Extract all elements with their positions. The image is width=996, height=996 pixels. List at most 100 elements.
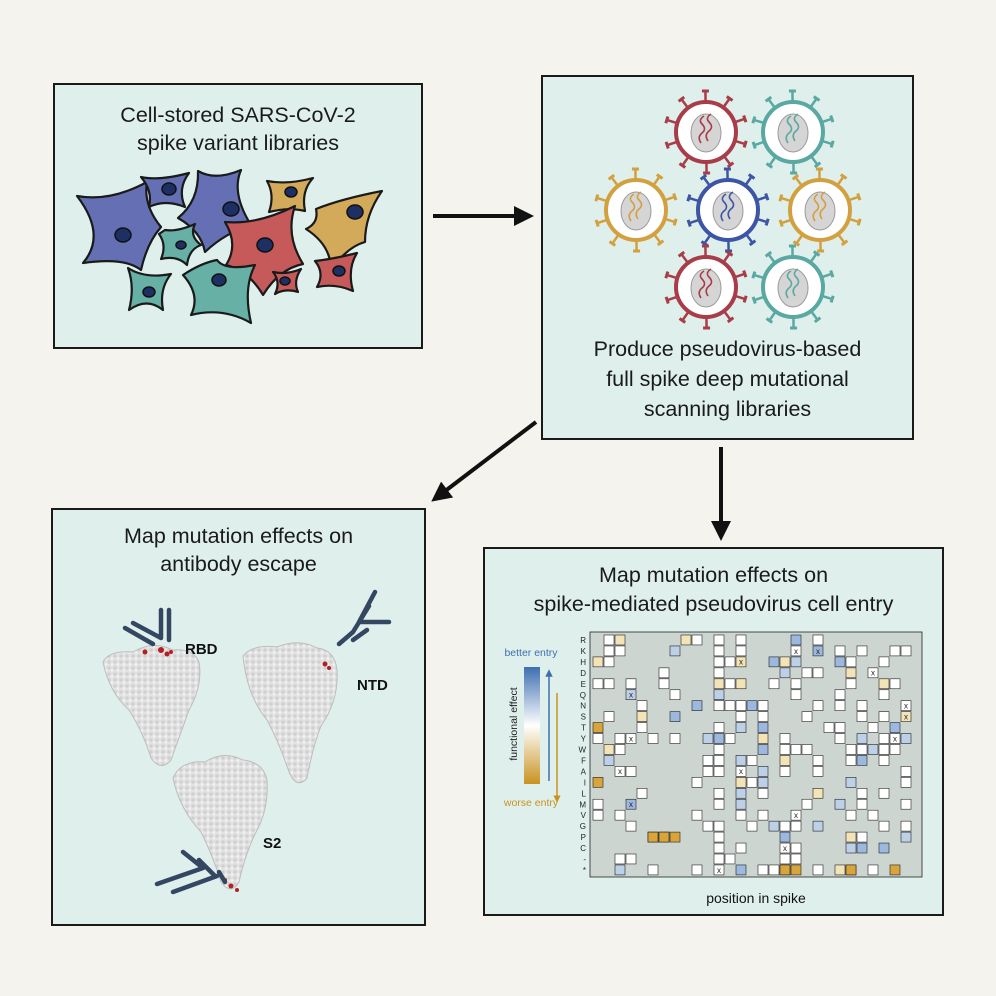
heatmap-cell bbox=[746, 700, 758, 711]
row-label: - bbox=[583, 855, 586, 864]
heatmap-cell bbox=[845, 842, 857, 854]
heatmap-cell bbox=[713, 634, 725, 646]
row-label: Y bbox=[581, 735, 587, 744]
row-label: L bbox=[582, 789, 587, 798]
row-label: V bbox=[581, 811, 587, 820]
pseudovirus-particle bbox=[594, 167, 678, 253]
row-label: D bbox=[580, 669, 586, 678]
heatmap-cell bbox=[757, 766, 769, 777]
heatmap-cell bbox=[724, 656, 736, 668]
heatmap-cell bbox=[702, 733, 714, 744]
heatmap-cell bbox=[713, 864, 725, 876]
spike-trimer-ntd bbox=[242, 642, 338, 784]
heatmap-cell bbox=[735, 864, 747, 876]
heatmap-cell bbox=[845, 656, 857, 668]
heatmap-cell bbox=[834, 798, 846, 810]
heatmap-cell bbox=[735, 766, 747, 777]
heatmap-cell bbox=[867, 722, 879, 733]
pseudovirus-particle bbox=[686, 167, 770, 253]
heatmap-cell bbox=[713, 755, 725, 766]
heatmap-cell bbox=[790, 678, 802, 690]
heatmap-cell bbox=[592, 777, 604, 788]
heatmap-cell bbox=[790, 744, 802, 755]
heatmap-cell bbox=[801, 798, 813, 810]
heatmap-cell bbox=[845, 777, 857, 788]
wildtype-marker: x bbox=[794, 647, 798, 656]
arrow-pseudovirus-to-antibody bbox=[431, 420, 538, 502]
heatmap-cell bbox=[889, 678, 901, 690]
antibody-rbd bbox=[122, 607, 172, 647]
row-label: R bbox=[580, 636, 586, 645]
heatmap-cell bbox=[746, 820, 758, 832]
heatmap-cell bbox=[812, 667, 824, 679]
heatmap-cell bbox=[603, 744, 615, 755]
heatmap-cell bbox=[669, 645, 681, 657]
heatmap-cell bbox=[900, 820, 912, 832]
heatmap-cell bbox=[658, 678, 670, 690]
heatmap-cell bbox=[790, 645, 802, 657]
rbd-label: RBD bbox=[185, 641, 218, 658]
heatmap-cell bbox=[713, 722, 725, 733]
heatmap-cell bbox=[614, 744, 626, 755]
row-label: N bbox=[580, 702, 586, 711]
heatmap-cell bbox=[603, 755, 615, 766]
heatmap-cell bbox=[625, 733, 637, 744]
heatmap-cell bbox=[735, 777, 747, 788]
heatmap-cell bbox=[856, 645, 868, 657]
pseudovirus-particle bbox=[664, 89, 748, 175]
row-label: M bbox=[579, 800, 586, 809]
heatmap-cell bbox=[636, 700, 648, 711]
heatmap-cell bbox=[878, 842, 890, 854]
heatmap-cell bbox=[592, 798, 604, 810]
heatmap-cell bbox=[878, 788, 890, 799]
pseudovirus-illustration bbox=[594, 89, 862, 330]
heatmap-cell bbox=[713, 656, 725, 668]
heatmap-cell bbox=[702, 820, 714, 832]
heatmap-cell bbox=[680, 634, 692, 646]
heatmap-cell bbox=[735, 788, 747, 799]
heatmap-cell bbox=[603, 656, 615, 668]
heatmap-cell bbox=[779, 842, 791, 854]
wildtype-marker: x bbox=[904, 712, 908, 721]
heatmap-cell bbox=[779, 755, 791, 766]
heatmap-cell bbox=[724, 700, 736, 711]
heatmap-cell bbox=[691, 864, 703, 876]
heatmap-cell bbox=[900, 831, 912, 843]
heatmap-cell bbox=[735, 678, 747, 690]
heatmap-cell bbox=[900, 766, 912, 777]
row-label: T bbox=[581, 724, 586, 733]
antibody-title-line2: antibody escape bbox=[160, 552, 317, 576]
heatmap-cell bbox=[757, 864, 769, 876]
heatmap-cell bbox=[625, 798, 637, 810]
wildtype-marker: x bbox=[904, 702, 908, 711]
heatmap-cell bbox=[878, 744, 890, 755]
heatmap-cell bbox=[779, 656, 791, 668]
heatmap-cell bbox=[834, 645, 846, 657]
heatmap-cell bbox=[625, 689, 637, 700]
wildtype-marker: x bbox=[739, 658, 743, 667]
heatmap-cell bbox=[746, 777, 758, 788]
heatmap-cell bbox=[801, 667, 813, 679]
s2-label: S2 bbox=[263, 835, 281, 852]
entry-title-line2: spike-mediated pseudovirus cell entry bbox=[533, 592, 894, 616]
wildtype-marker: x bbox=[618, 767, 622, 776]
heatmap-cell bbox=[878, 755, 890, 766]
heatmap-cell bbox=[790, 842, 802, 854]
heatmap-cell bbox=[735, 700, 747, 711]
wildtype-marker: x bbox=[871, 669, 875, 678]
heatmap-cell bbox=[603, 678, 615, 690]
heatmap-cell bbox=[735, 842, 747, 854]
heatmap-cell bbox=[691, 777, 703, 788]
heatmap-cell bbox=[856, 733, 868, 744]
cells-illustration bbox=[75, 168, 384, 325]
heatmap-cell bbox=[900, 711, 912, 722]
heatmap-cell bbox=[790, 809, 802, 821]
heatmap-cell bbox=[713, 820, 725, 832]
heatmap-cell bbox=[625, 678, 637, 690]
heatmap-cell bbox=[812, 634, 824, 646]
heatmap-cell bbox=[889, 864, 901, 876]
heatmap-cell bbox=[625, 853, 637, 865]
heatmap-cell bbox=[691, 809, 703, 821]
heatmap-cell bbox=[779, 766, 791, 777]
heatmap-cell bbox=[614, 853, 626, 865]
